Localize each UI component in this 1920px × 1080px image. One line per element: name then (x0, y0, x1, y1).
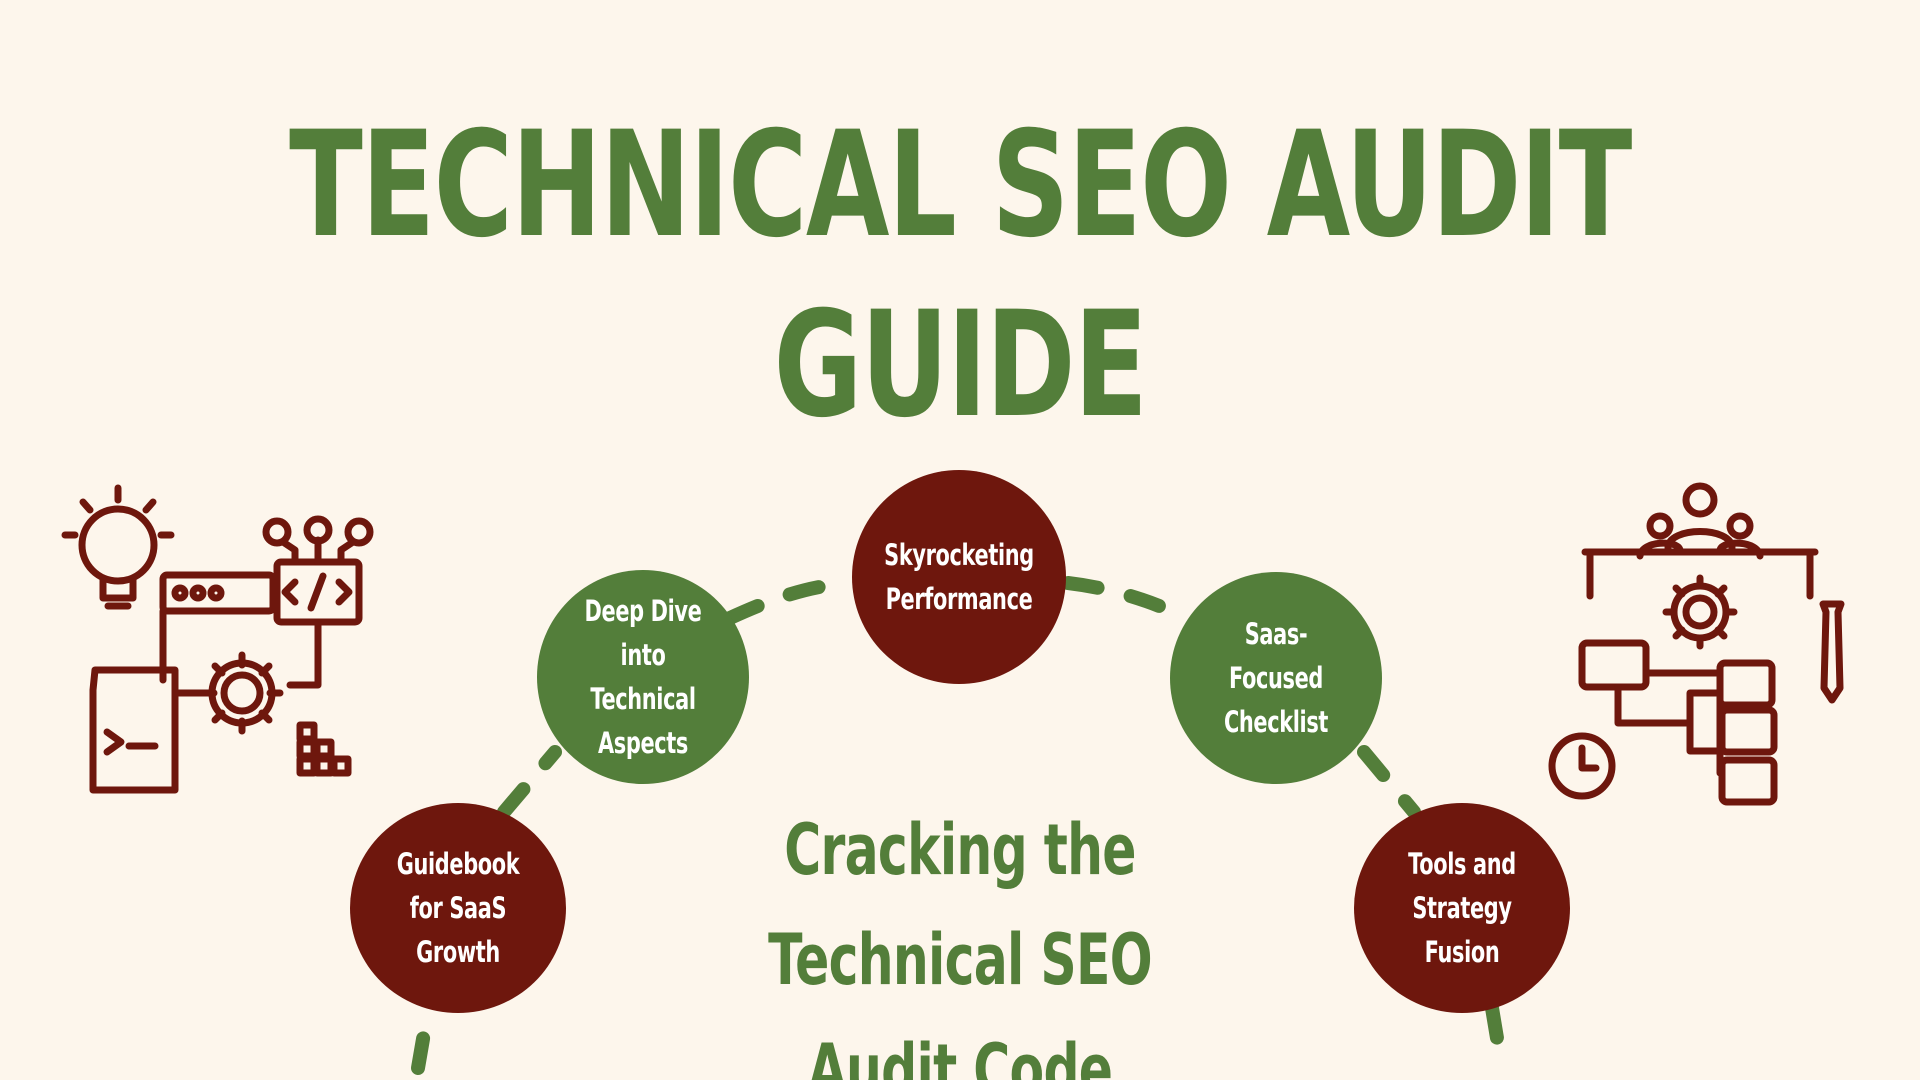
business-strategy-icon (1548, 482, 1845, 806)
lightbulb-icon (61, 484, 175, 610)
node-saas-focused-checklist: Saas-Focused Checklist (1170, 572, 1382, 784)
node-label-line1: Saas-Focused (1228, 617, 1324, 695)
node-label-line1: Skyrocketing (884, 538, 1034, 572)
node-label-line2: Growth (416, 935, 500, 969)
node-label-line2: Performance (885, 582, 1033, 616)
gear-icon (200, 651, 284, 735)
page-title: TECHNICAL SEO AUDIT GUIDE (289, 100, 1632, 450)
node-guidebook-saas-growth: Guidebook for SaaS Growth (350, 803, 566, 1013)
subtitle: Cracking the Technical SEO Audit Code (672, 795, 1248, 1080)
node-label-line1: Tools and Strategy (1408, 847, 1516, 925)
node-label-line2: Checklist (1223, 705, 1329, 739)
node-label-line1: Guidebook for SaaS (396, 847, 520, 925)
arc-segment-right-upper (1061, 576, 1193, 625)
code-panel-icon (262, 515, 374, 689)
node-skyrocketing-performance: Skyrocketing Performance (852, 470, 1066, 684)
arc-segment-left-bottom (411, 1003, 435, 1075)
developer-tools-icon (61, 484, 374, 794)
presentation-board-icon (1581, 548, 1819, 600)
team-people-icon (1636, 482, 1764, 560)
blocks-icon (296, 721, 352, 777)
arc-segment-right-bottom (1485, 1001, 1509, 1075)
arc-segment-left-lower (497, 745, 562, 819)
terminal-document-icon (89, 666, 214, 794)
node-label-line1: Deep Dive into (584, 594, 702, 672)
subtitle-line2: Audit Code (807, 1029, 1113, 1080)
node-deep-dive-technical-aspects: Deep Dive into Technical Aspects (537, 570, 749, 784)
node-label-line2: Fusion (1424, 935, 1500, 969)
gear-icon (1662, 574, 1738, 650)
node-tools-strategy-fusion: Tools and Strategy Fusion (1354, 803, 1570, 1013)
subtitle-line1: Cracking the Technical SEO (768, 809, 1152, 1001)
clock-icon (1548, 732, 1616, 800)
tie-icon (1819, 600, 1845, 704)
node-label-line2: Technical Aspects (590, 682, 696, 760)
arc-segment-right-lower (1357, 745, 1421, 819)
flowchart-icon (1578, 639, 1778, 806)
arc-segment-left-upper (723, 576, 859, 625)
